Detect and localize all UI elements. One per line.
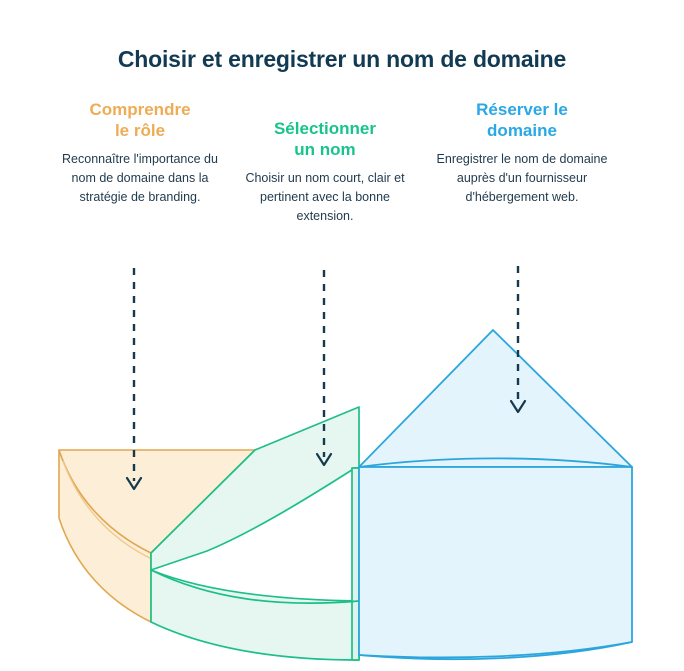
step-1-heading-line-2: le rôle bbox=[114, 121, 166, 140]
step-2-heading-line-2: un nom bbox=[294, 140, 356, 159]
step-column-comprendre-le-role: Comprendre le rôle Reconnaître l'importa… bbox=[50, 99, 230, 207]
orange-arc-highlight bbox=[62, 460, 153, 560]
step-1-heading-line-1: Comprendre bbox=[89, 100, 191, 119]
green-inner-arc bbox=[150, 569, 360, 605]
arrow-1-head-icon bbox=[125, 476, 143, 491]
page-title: Choisir et enregistrer un nom de domaine bbox=[117, 46, 567, 72]
blue-top-rim-arc bbox=[358, 457, 633, 468]
step-3-heading-line-1: Réserver le bbox=[476, 100, 568, 119]
step-2-heading-line-1: Sélectionner bbox=[273, 119, 377, 138]
arrow-down-step-3 bbox=[509, 266, 527, 414]
step-1-body: Reconnaître l'importance du nom de domai… bbox=[62, 152, 218, 204]
step-2-heading: Sélectionner un nom bbox=[241, 118, 409, 160]
green-cut-face bbox=[351, 467, 360, 661]
step-1-heading: Comprendre le rôle bbox=[50, 99, 230, 141]
blue-cylinder-wall bbox=[358, 466, 633, 659]
tier-middle-green bbox=[150, 406, 360, 661]
step-3-heading: Réserver le domaine bbox=[429, 99, 615, 141]
tier-inner-blue bbox=[358, 329, 633, 661]
arrow-down-step-1 bbox=[125, 268, 143, 491]
step-2-body: Choisir un nom court, clair et pertinent… bbox=[245, 171, 405, 223]
arrow-down-step-2 bbox=[315, 270, 333, 467]
step-column-selectionner-un-nom: Sélectionner un nom Choisir un nom court… bbox=[241, 118, 409, 226]
step-column-reserver-le-domaine: Réserver le domaine Enregistrer le nom d… bbox=[429, 99, 615, 207]
pointer-arrows bbox=[125, 266, 527, 491]
arrow-2-head-icon bbox=[315, 452, 333, 467]
arrow-3-head-icon bbox=[509, 399, 527, 414]
step-3-body: Enregistrer le nom de domaine auprès d'u… bbox=[436, 152, 608, 204]
step-3-heading-line-2: domaine bbox=[487, 121, 557, 140]
blue-cone-apex bbox=[358, 329, 633, 468]
blue-bottom-rim-arc bbox=[358, 641, 633, 661]
